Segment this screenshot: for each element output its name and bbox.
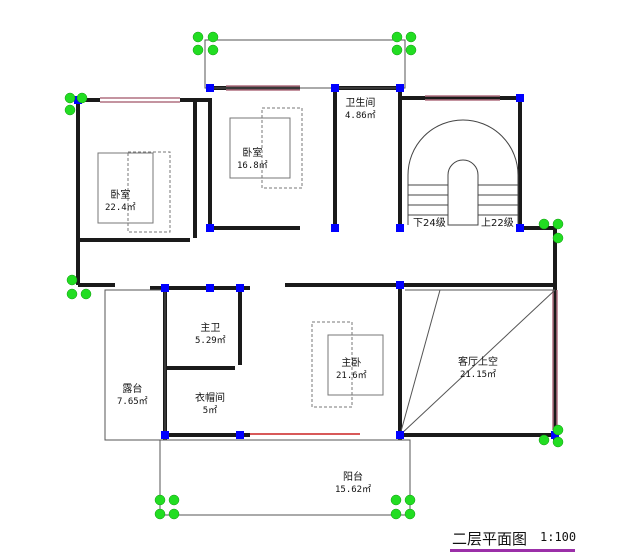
walls	[76, 86, 557, 440]
beds	[97, 107, 384, 408]
room-master-bedroom: 主卧 21.6㎡	[336, 358, 367, 382]
room-area: 21.6㎡	[336, 371, 367, 381]
stair-up-label: 上22级	[481, 218, 514, 229]
room-name: 主卧	[341, 358, 362, 369]
room-area: 7.65㎡	[117, 397, 148, 407]
room-bedroom-2: 卧室 16.8㎡	[237, 148, 268, 172]
room-area: 4.86㎡	[345, 111, 376, 121]
room-master-bath: 主卫 5.29㎡	[195, 323, 226, 347]
room-name: 主卫	[200, 323, 221, 334]
room-area: 5.29㎡	[195, 336, 226, 346]
stair-down-label: 下24级	[413, 218, 446, 229]
room-name: 衣帽间	[195, 393, 225, 404]
outdoor-outlines	[104, 39, 556, 516]
room-bathroom: 卫生间 4.86㎡	[345, 98, 376, 122]
room-name: 露台	[122, 384, 143, 395]
room-name: 阳台	[343, 472, 364, 483]
room-closet: 衣帽间 5㎡	[195, 393, 225, 417]
title-underline	[450, 549, 575, 552]
drawing-scale: 1:100	[540, 530, 577, 544]
stair	[407, 119, 519, 226]
room-area: 16.8㎡	[237, 161, 268, 171]
room-name: 卧室	[110, 190, 131, 201]
room-balcony: 阳台 15.62㎡	[335, 472, 371, 496]
room-terrace: 露台 7.65㎡	[117, 384, 148, 408]
room-name: 客厅上空	[458, 357, 498, 368]
room-name: 卧室	[242, 148, 263, 159]
plants	[64, 31, 564, 520]
room-area: 15.62㎡	[335, 485, 372, 495]
room-name: 卫生间	[345, 98, 376, 109]
room-area: 21.15㎡	[459, 370, 497, 380]
room-area: 22.4㎡	[105, 203, 136, 213]
room-area: 5㎡	[202, 406, 218, 416]
room-bedroom-1: 卧室 22.4㎡	[105, 190, 136, 214]
drawing-title: 二层平面图	[452, 530, 528, 548]
windows	[100, 85, 558, 435]
room-living-void: 客厅上空 21.15㎡	[458, 357, 498, 381]
